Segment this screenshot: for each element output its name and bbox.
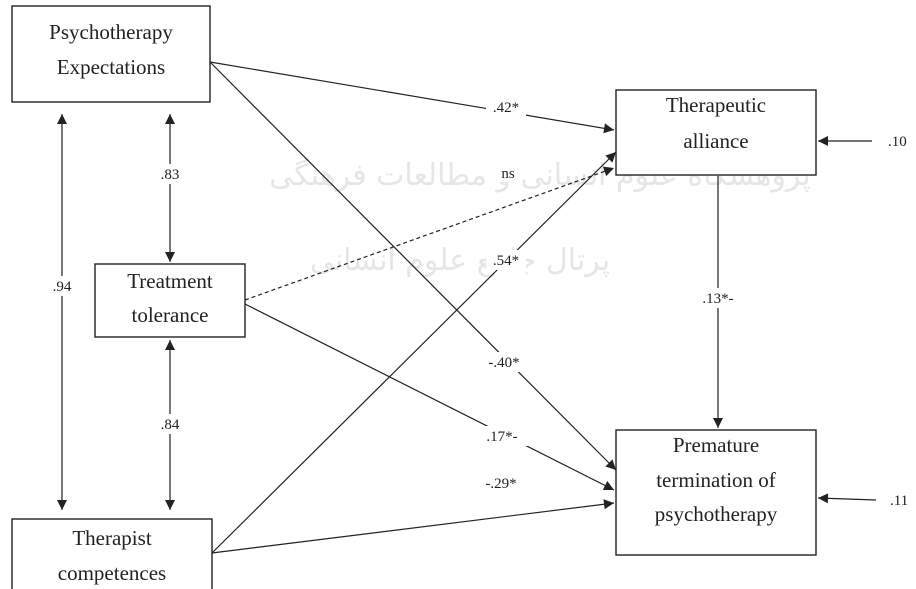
label-therapist-competences-line-2: competences (58, 561, 166, 585)
corr-expectations-competences-value: .94 (53, 279, 72, 295)
box-psychotherapy-expectations (11, 5, 211, 103)
corr-expectations-tolerance-value: .83 (161, 167, 180, 183)
watermark: پژوهشگاه علوم انسانی و مطالعات فرهنگی پر… (269, 158, 811, 278)
coef-tolerance-termination: .17*- (486, 429, 517, 445)
path-competences-to-termination (211, 499, 615, 554)
path-tolerance-to-termination (244, 303, 615, 491)
node-therapist-competences: Therapist competences (11, 518, 213, 589)
node-treatment-tolerance: Treatment tolerance (94, 263, 246, 338)
path-tolerance-to-alliance (244, 166, 615, 301)
path-expectations-to-termination (209, 61, 617, 471)
coef-tolerance-alliance: ns (501, 166, 515, 182)
label-premature-termination-line-2: termination of (656, 468, 776, 492)
box-treatment-tolerance (94, 263, 246, 338)
corr-tolerance-competences-value: .84 (161, 417, 180, 433)
label-therapeutic-alliance-line-2: alliance (683, 129, 748, 153)
coef-competences-alliance: .54* (493, 253, 519, 269)
watermark-line-1: پرتال جامع علوم انسانی (310, 243, 610, 278)
path-expectations-to-alliance (209, 61, 615, 134)
label-therapist-competences-line-1: Therapist (72, 526, 151, 550)
node-therapeutic-alliance: Therapeutic alliance (615, 89, 817, 176)
error-alliance-value: .10 (888, 134, 907, 150)
path-competences-to-alliance (211, 151, 617, 554)
box-therapeutic-alliance (615, 89, 817, 176)
coef-alliance-termination: .13*- (702, 291, 733, 307)
error-arrow-termination (817, 493, 877, 504)
error-termination-value: .11 (890, 493, 908, 509)
coefficients: .42* ns .54* -.40* .17*- -.29* .13*- .83… (46, 98, 908, 509)
label-psychotherapy-expectations-line-2: Expectations (57, 55, 165, 79)
node-premature-termination: Premature termination of psychotherapy (615, 429, 817, 556)
box-therapist-competences (11, 518, 213, 589)
node-psychotherapy-expectations: Psychotherapy Expectations (11, 5, 211, 103)
label-therapeutic-alliance-line-1: Therapeutic (666, 93, 766, 117)
label-treatment-tolerance-line-2: tolerance (132, 303, 209, 327)
label-premature-termination-line-1: Premature (673, 433, 759, 457)
coef-competences-termination: -.29* (485, 476, 516, 492)
box-premature-termination (615, 429, 817, 556)
label-treatment-tolerance-line-1: Treatment (127, 269, 213, 293)
label-premature-termination-line-3: psychotherapy (655, 502, 778, 526)
paths (57, 61, 877, 554)
coef-expectations-termination: -.40* (488, 355, 519, 371)
label-psychotherapy-expectations-line-1: Psychotherapy (49, 20, 173, 44)
coef-expectations-alliance: .42* (493, 100, 519, 116)
